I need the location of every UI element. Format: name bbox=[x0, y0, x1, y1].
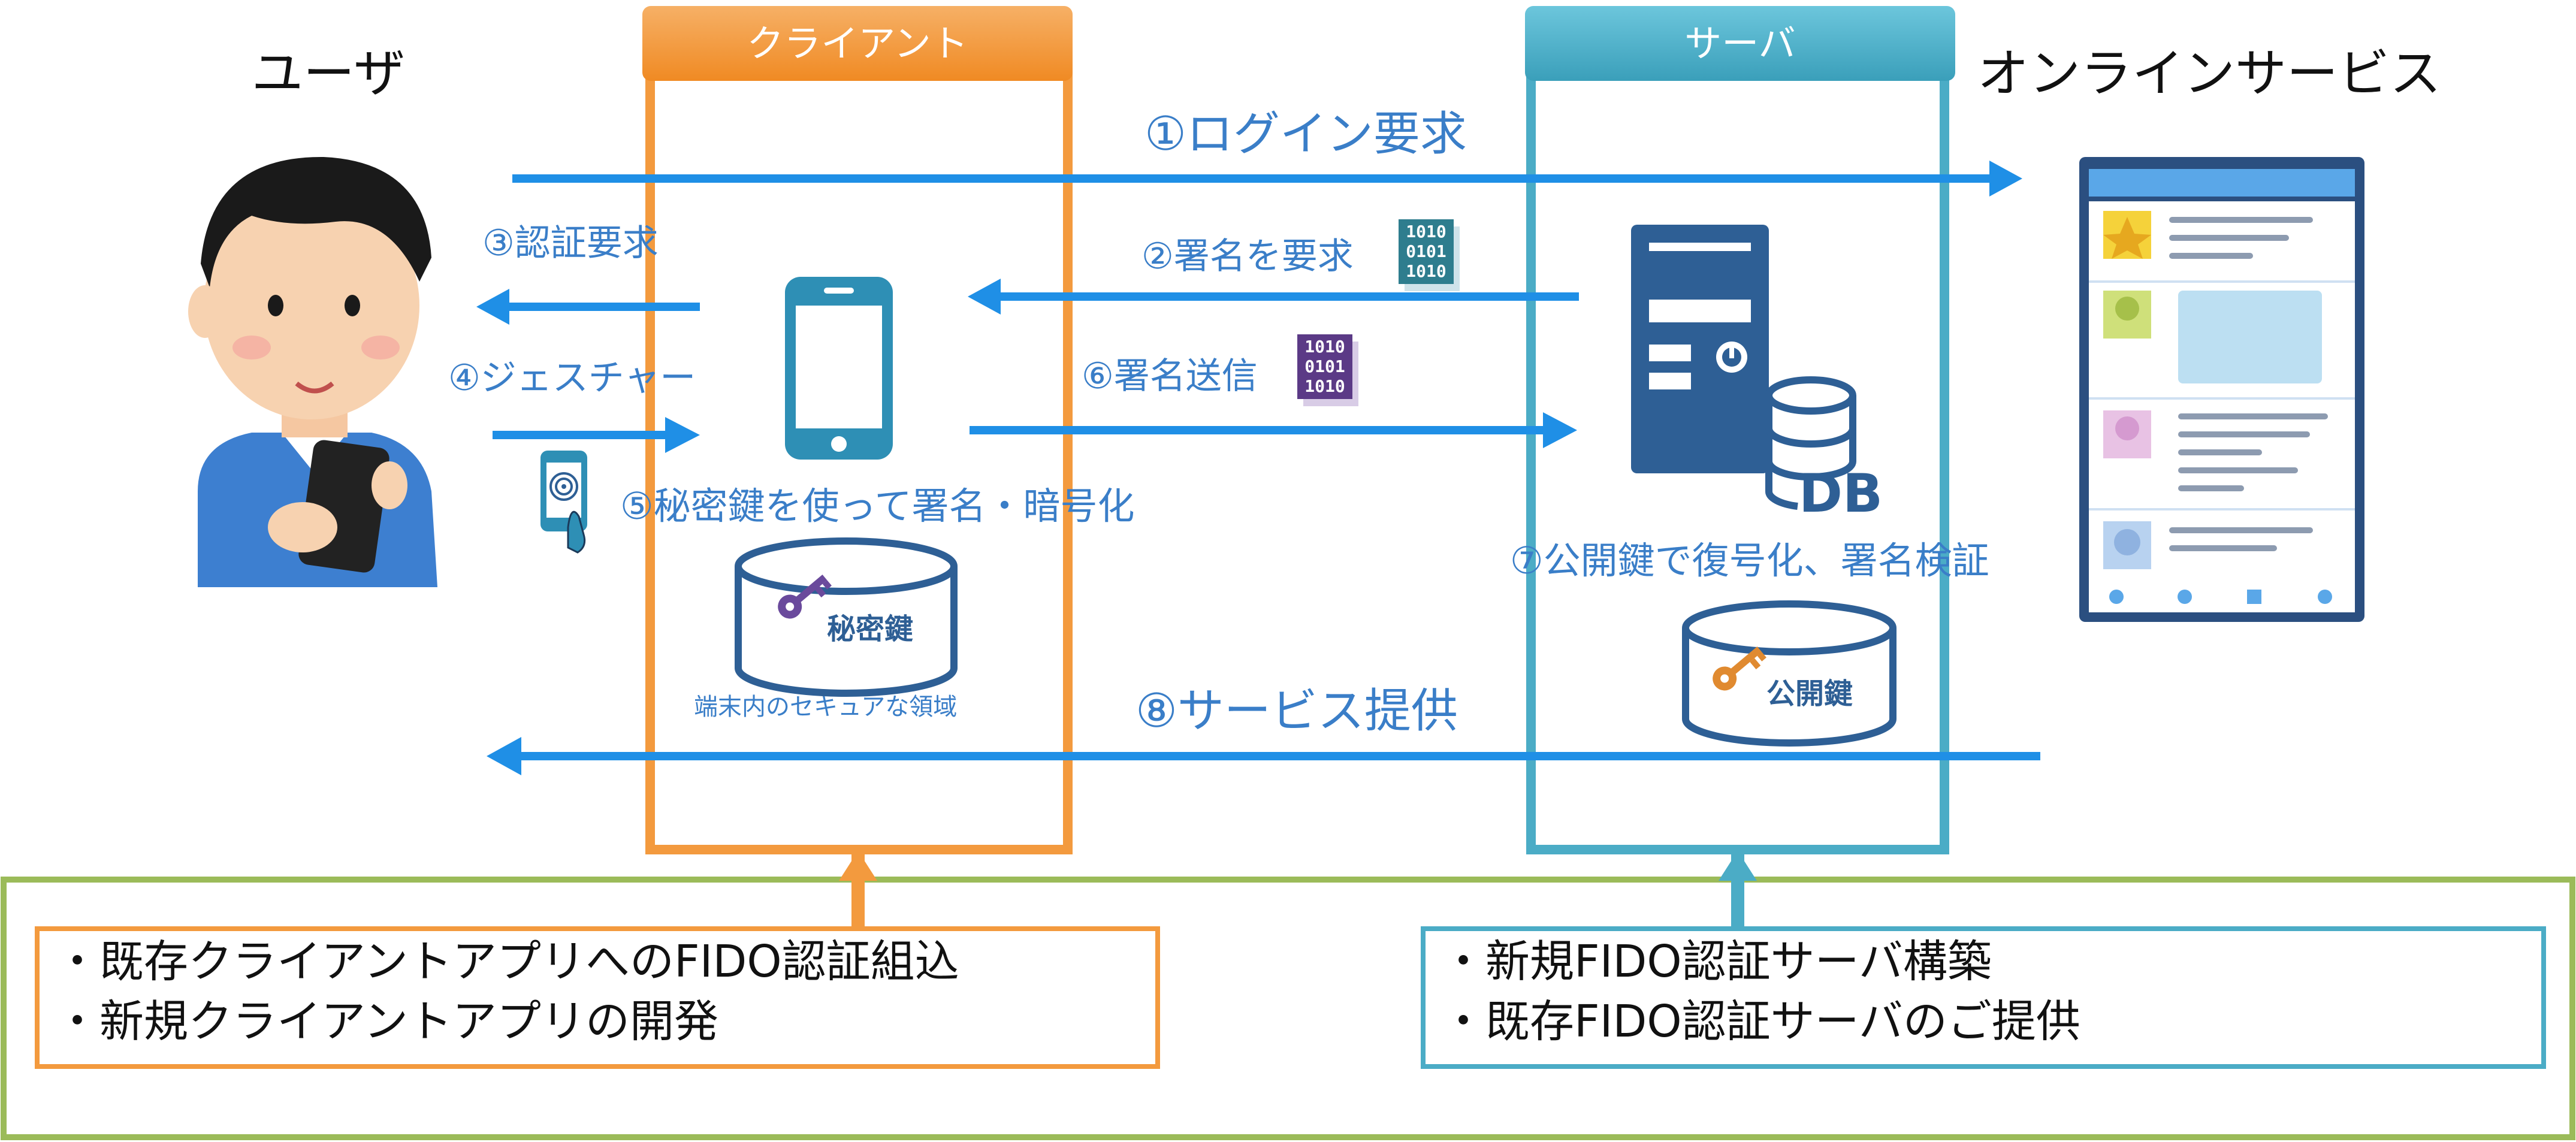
arrow-login-request-head bbox=[1989, 161, 2022, 197]
binary-row: 1010 bbox=[1406, 222, 1446, 241]
user-label: ユーザ bbox=[252, 44, 406, 104]
public-key-storage bbox=[1682, 600, 1896, 747]
arrow-gesture-head bbox=[665, 417, 700, 453]
step-auth-request: ③認証要求 bbox=[482, 222, 659, 264]
binary-row: 1010 bbox=[1406, 261, 1446, 281]
key-icon bbox=[778, 575, 832, 619]
online-service-app-icon bbox=[2079, 157, 2364, 622]
db-label: DB bbox=[1799, 463, 1883, 524]
binary-row: 1010 bbox=[1304, 376, 1345, 396]
user-avatar-icon bbox=[188, 156, 437, 587]
binary-row: 1010 bbox=[1304, 337, 1345, 357]
secure-area-label: 端末内のセキュアな領域 bbox=[694, 693, 958, 721]
binary-badge-icon bbox=[1297, 334, 1358, 406]
binary-row: 0101 bbox=[1406, 241, 1446, 261]
private-key-label: 秘密鍵 bbox=[827, 612, 914, 646]
server-note-line: ・新規FIDO認証サーバ構築 bbox=[1441, 936, 1992, 987]
database-icon bbox=[1765, 376, 1856, 510]
key-icon bbox=[1713, 646, 1766, 691]
step-sign-encrypt: ⑤秘密鍵を使って署名・暗号化 bbox=[620, 484, 1135, 528]
server-note-box bbox=[1421, 926, 2546, 1069]
client-connector-head bbox=[839, 851, 877, 881]
client-note-box bbox=[35, 926, 1160, 1069]
arrow-signature-send-head bbox=[1543, 412, 1577, 448]
online-service-label: オンラインサービス bbox=[1977, 44, 2441, 104]
outer-frame bbox=[1, 877, 2575, 1140]
client-header: クライアント bbox=[642, 6, 1073, 81]
client-note-line: ・新規クライアントアプリの開発 bbox=[55, 996, 719, 1047]
arrow-signature-request-head bbox=[968, 279, 1001, 315]
server-header: サーバ bbox=[1525, 6, 1955, 81]
client-note-line: ・既存クライアントアプリへのFIDO認証組込 bbox=[55, 936, 959, 987]
step-signature-request: ②署名を要求 bbox=[1141, 235, 1354, 277]
fingerprint-phone-icon bbox=[540, 451, 587, 554]
arrow-auth-request-head bbox=[476, 289, 509, 325]
public-key-label: 公開鍵 bbox=[1766, 677, 1853, 711]
step-signature-send: ⑥署名送信 bbox=[1082, 355, 1258, 397]
server-connector-head bbox=[1719, 851, 1757, 881]
binary-badge-text: 1010 0101 1010 bbox=[1297, 337, 1352, 396]
binary-badge-icon bbox=[1399, 219, 1460, 291]
binary-row: 0101 bbox=[1304, 357, 1345, 376]
step-verify: ⑦公開鍵で復号化、署名検証 bbox=[1510, 539, 1989, 582]
step-service-provision: ⑧サービス提供 bbox=[1136, 684, 1458, 738]
smartphone-icon bbox=[785, 277, 893, 460]
private-key-storage bbox=[735, 537, 958, 697]
step-login-request: ①ログイン要求 bbox=[1144, 107, 1467, 161]
step-gesture: ④ジェスチャー bbox=[448, 357, 696, 399]
server-icon bbox=[1631, 225, 1769, 473]
binary-badge-text: 1010 0101 1010 bbox=[1399, 222, 1454, 281]
server-note-line: ・既存FIDO認証サーバのご提供 bbox=[1441, 996, 2080, 1047]
arrow-service-provision-head bbox=[487, 737, 521, 775]
